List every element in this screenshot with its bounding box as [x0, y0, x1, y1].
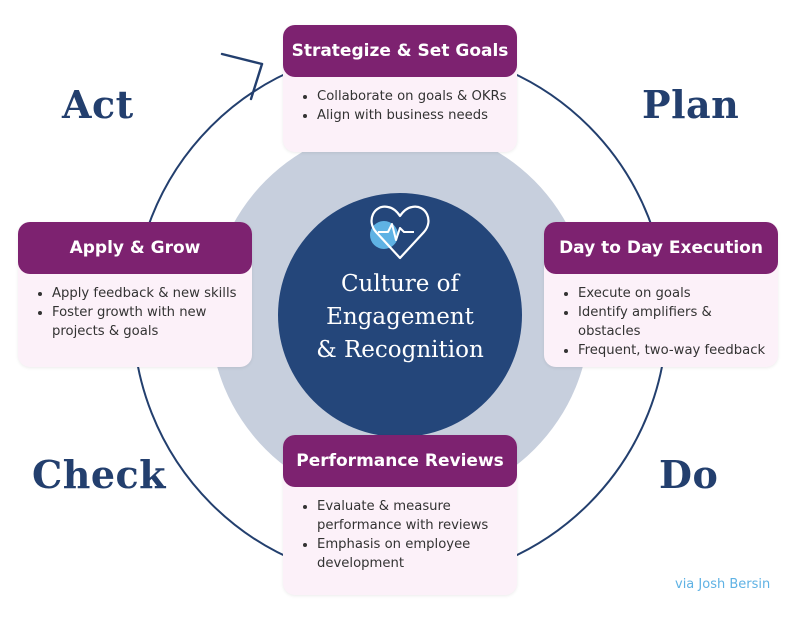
card-list: Evaluate & measure performance with revi… [283, 487, 517, 585]
card-title: Performance Reviews [283, 435, 517, 487]
list-item: Emphasis on employee development [317, 535, 507, 573]
list-item: Collaborate on goals & OKRs [317, 87, 507, 106]
center-title-line: Culture of [340, 271, 460, 297]
card-title: Strategize & Set Goals [283, 25, 517, 77]
phase-do-label: Do [659, 452, 719, 497]
center-title-line: Engagement [326, 304, 474, 330]
list-item: Apply feedback & new skills [52, 284, 242, 303]
list-item: Frequent, two-way feedback [578, 341, 768, 360]
card-strategize: Strategize & Set Goals Collaborate on go… [283, 25, 517, 152]
phase-act-label: Act [62, 82, 134, 127]
card-list: Execute on goals Identify amplifiers & o… [544, 274, 778, 372]
card-performance-reviews: Performance Reviews Evaluate & measure p… [283, 435, 517, 595]
card-title: Apply & Grow [18, 222, 252, 274]
list-item: Identify amplifiers & obstacles [578, 303, 768, 341]
card-list: Collaborate on goals & OKRs Align with b… [283, 77, 517, 137]
center-disc [278, 193, 522, 437]
arrow-head-icon [220, 52, 264, 101]
phase-check-label: Check [32, 452, 167, 497]
phase-plan-label: Plan [642, 82, 740, 127]
center-title: Culture of Engagement & Recognition [290, 268, 510, 367]
heart-pulse-icon [370, 205, 430, 260]
list-item: Foster growth with new projects & goals [52, 303, 242, 341]
list-item: Execute on goals [578, 284, 768, 303]
card-execution: Day to Day Execution Execute on goals Id… [544, 222, 778, 367]
list-item: Align with business needs [317, 106, 507, 125]
card-title: Day to Day Execution [544, 222, 778, 274]
card-list: Apply feedback & new skills Foster growt… [18, 274, 252, 353]
credit-text: via Josh Bersin [675, 577, 771, 592]
center-title-line: & Recognition [316, 337, 484, 363]
card-apply-grow: Apply & Grow Apply feedback & new skills… [18, 222, 252, 367]
list-item: Evaluate & measure performance with revi… [317, 497, 507, 535]
